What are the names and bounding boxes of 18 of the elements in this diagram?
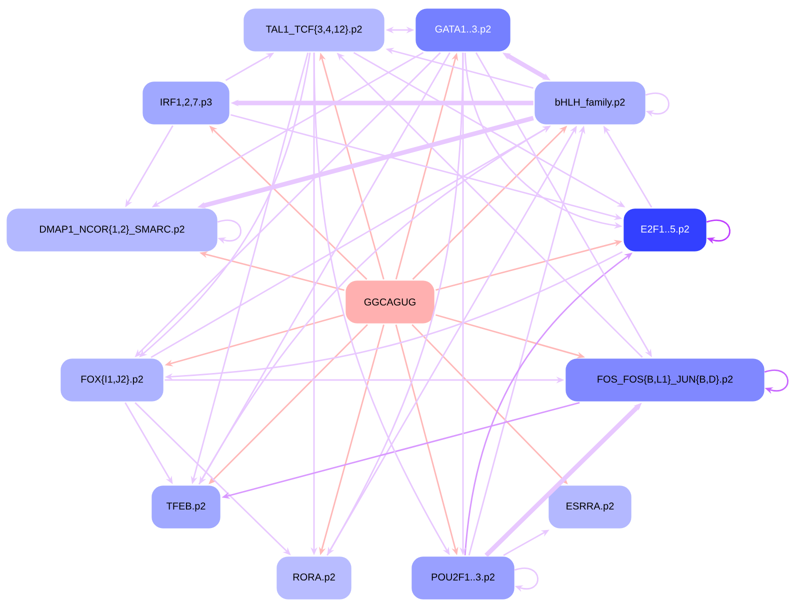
node-box: POU2F1..3.p2	[410, 555, 516, 601]
node-box: ESRRA.p2	[547, 484, 633, 530]
node-box: FOS_FOS{B,L1}_JUN{B,D}.p2	[564, 357, 766, 403]
node-box: bHLH_family.p2	[533, 80, 647, 126]
arrow	[764, 370, 788, 394]
arrow	[646, 92, 670, 117]
arrow	[514, 568, 538, 592]
arrow	[218, 220, 242, 244]
node-box: IRF1,2,7.p3	[141, 80, 231, 126]
node-box: E2F1..5.p2	[622, 207, 708, 253]
node-box: GGCAGUG	[344, 279, 436, 325]
node-box: RORA.p2	[275, 555, 353, 601]
node-box: TAL1_TCF{3,4,12}.p2	[242, 7, 386, 53]
node-box: TFEB.p2	[150, 484, 222, 530]
node-box: DMAP1_NCOR{1,2}_SMARC.p2	[5, 207, 219, 253]
node-box: FOX{I1,J2}.p2	[59, 357, 165, 403]
arrow	[706, 220, 730, 244]
node-box: GATA1..3.p2	[414, 7, 512, 53]
